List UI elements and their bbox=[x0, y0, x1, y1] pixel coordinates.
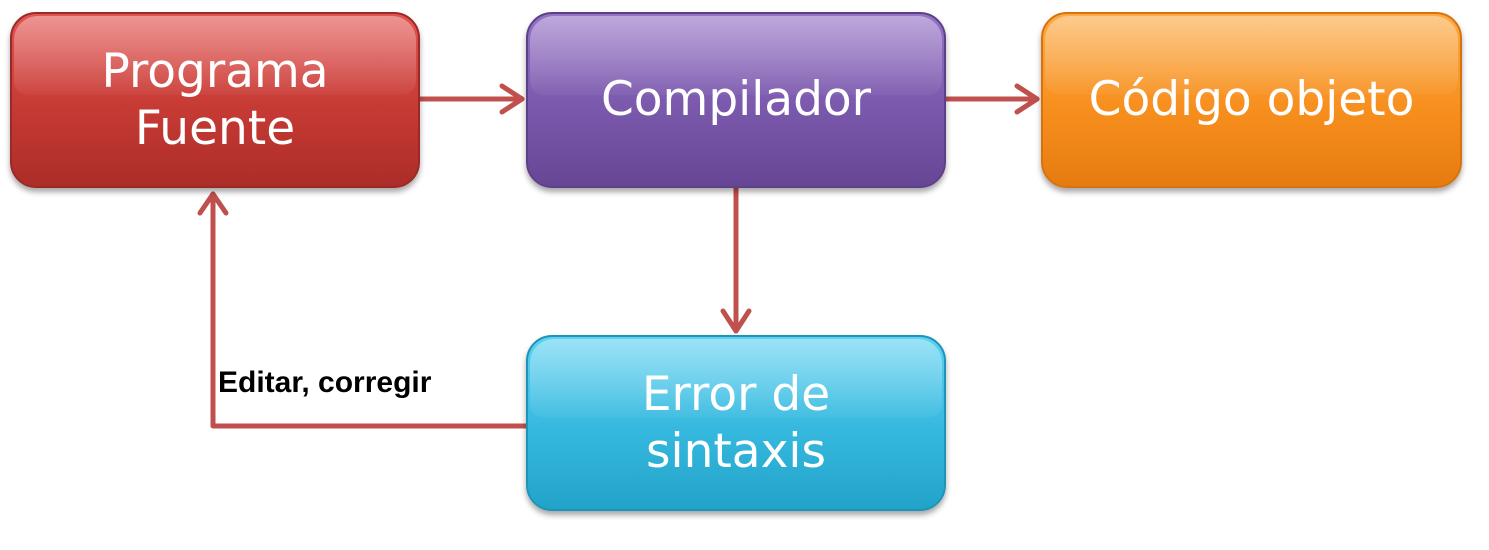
node-error-sintaxis: Error de sintaxis bbox=[526, 335, 946, 511]
node-programa-fuente: Programa Fuente bbox=[10, 12, 420, 188]
arrow-programa-to-compilador bbox=[417, 83, 525, 115]
node-error-sintaxis-label: Error de sintaxis bbox=[641, 366, 831, 479]
edge-label-editar-corregir: Editar, corregir bbox=[218, 366, 432, 399]
arrow-compilador-to-error bbox=[720, 185, 752, 334]
node-compilador-label: Compilador bbox=[600, 72, 872, 128]
node-codigo-objeto: Código objeto bbox=[1041, 12, 1462, 188]
arrow-compilador-to-codigo bbox=[943, 83, 1040, 115]
node-compilador: Compilador bbox=[526, 12, 946, 188]
node-codigo-objeto-label: Código objeto bbox=[1088, 72, 1415, 128]
arrow-error-to-programa bbox=[197, 191, 529, 429]
node-programa-fuente-label: Programa Fuente bbox=[101, 43, 329, 156]
